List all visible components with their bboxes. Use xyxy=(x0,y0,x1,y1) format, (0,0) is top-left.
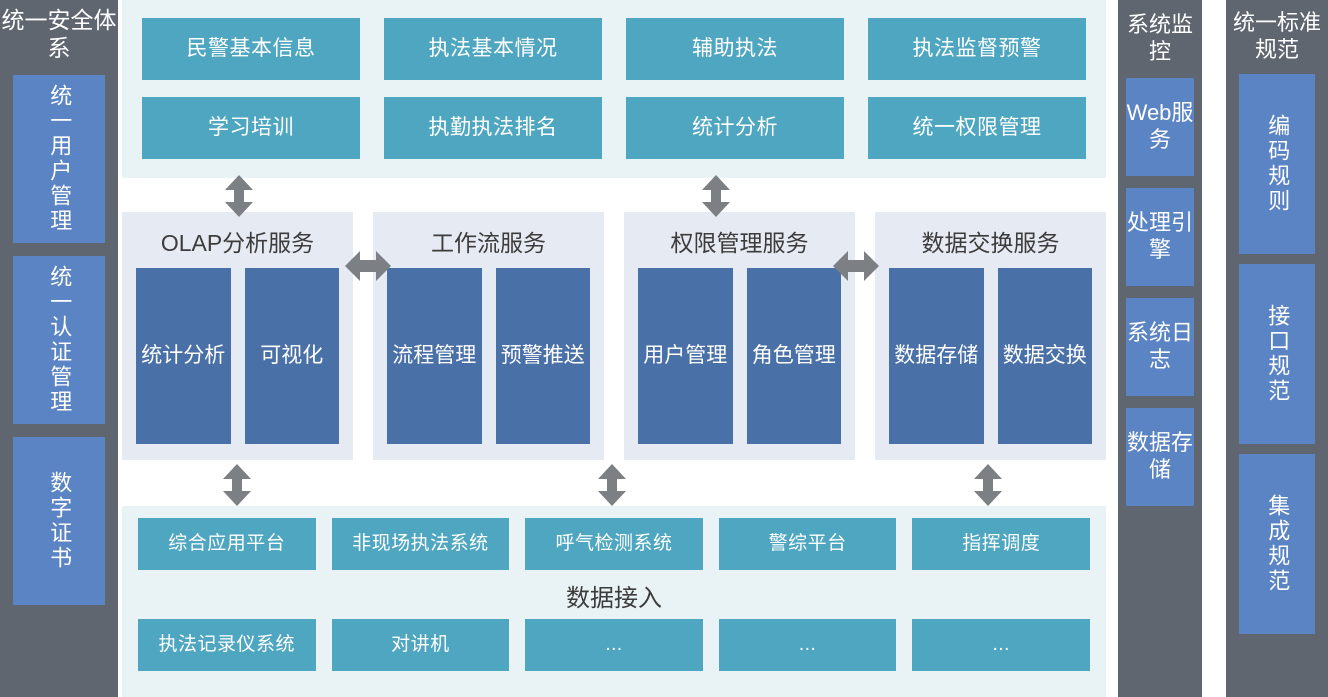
app-box-duty-enforcement-ranking[interactable]: 执勤执法排名 xyxy=(384,97,602,159)
security-system-title: 统一安全体系 xyxy=(1,7,117,62)
unified-standards-title: 统一标准规范 xyxy=(1232,10,1321,62)
system-monitoring-column: 系统监控 Web服务 处理引擎 系统日志 数据存储 xyxy=(1118,0,1202,697)
data-layer-caption: 数据接入 xyxy=(566,585,662,612)
service-panel-title: 权限管理服务 xyxy=(670,230,809,256)
data-box-walkie-talkie[interactable]: 对讲机 xyxy=(331,619,510,671)
horizontal-double-arrow-icon xyxy=(832,246,880,286)
app-box-assisted-enforcement[interactable]: 辅助执法 xyxy=(626,18,844,80)
standard-item-integration-spec[interactable]: 集成规范 xyxy=(1239,453,1315,634)
service-panel-boxes: 用户管理 角色管理 xyxy=(638,268,841,444)
service-box-visualization[interactable]: 可视化 xyxy=(244,268,339,444)
standard-item-label: 接口规范 xyxy=(1265,303,1291,404)
service-box-alert-push[interactable]: 预警推送 xyxy=(495,268,590,444)
monitor-item-processing-engine[interactable]: 处理引擎 xyxy=(1126,187,1194,286)
monitor-item-system-log[interactable]: 系统日志 xyxy=(1126,297,1194,396)
data-box-police-integrated-platform[interactable]: 警综平台 xyxy=(718,518,897,570)
data-box-placeholder-1[interactable]: ... xyxy=(525,619,703,671)
vertical-double-arrow-icon xyxy=(221,463,253,507)
app-box-statistical-analysis[interactable]: 统计分析 xyxy=(626,97,844,159)
monitor-item-data-storage[interactable]: 数据存储 xyxy=(1126,407,1194,506)
service-box-data-exchange[interactable]: 数据交换 xyxy=(997,268,1092,444)
security-item-unified-auth-management[interactable]: 统一认证管理 xyxy=(13,256,105,425)
standard-item-coding-rules[interactable]: 编码规则 xyxy=(1239,73,1315,254)
service-box-data-storage[interactable]: 数据存储 xyxy=(889,268,984,444)
data-box-command-dispatch[interactable]: 指挥调度 xyxy=(912,518,1090,570)
app-box-enforcement-basics[interactable]: 执法基本情况 xyxy=(384,18,602,80)
service-panel-title: OLAP分析服务 xyxy=(160,230,315,256)
service-panel-title: 工作流服务 xyxy=(431,230,546,256)
data-box-law-enforcement-recorder[interactable]: 执法记录仪系统 xyxy=(138,619,316,671)
data-box-breath-test-system[interactable]: 呼气检测系统 xyxy=(525,518,703,570)
security-item-label: 统一认证管理 xyxy=(47,265,73,416)
data-box-non-onsite-enforcement[interactable]: 非现场执法系统 xyxy=(331,518,510,570)
service-panel-workflow: 工作流服务 流程管理 预警推送 xyxy=(373,212,604,460)
app-box-training[interactable]: 学习培训 xyxy=(142,97,360,159)
service-panel-boxes: 数据存储 数据交换 xyxy=(889,268,1092,444)
service-layer: OLAP分析服务 统计分析 可视化 工作流服务 流程管理 预警推送 权限管理服务… xyxy=(122,212,1106,460)
vertical-double-arrow-icon xyxy=(972,463,1004,507)
security-item-label: 统一用户管理 xyxy=(47,84,73,235)
application-layer: 民警基本信息 执法基本情况 辅助执法 执法监督预警 学习培训 执勤执法排名 统计… xyxy=(122,0,1106,178)
service-box-role-management[interactable]: 角色管理 xyxy=(746,268,841,444)
center-stage: 民警基本信息 执法基本情况 辅助执法 执法监督预警 学习培训 执勤执法排名 统计… xyxy=(118,0,1118,697)
service-panel-title: 数据交换服务 xyxy=(921,230,1060,256)
service-panel-boxes: 流程管理 预警推送 xyxy=(387,268,590,444)
service-box-user-management[interactable]: 用户管理 xyxy=(638,268,733,444)
security-item-digital-certificate[interactable]: 数字证书 xyxy=(13,437,105,606)
app-box-enforcement-supervision-alert[interactable]: 执法监督预警 xyxy=(868,18,1086,80)
vertical-double-arrow-icon xyxy=(596,463,628,507)
service-box-process-management[interactable]: 流程管理 xyxy=(387,268,482,444)
service-panel-olap: OLAP分析服务 统计分析 可视化 xyxy=(122,212,353,460)
service-panel-boxes: 统计分析 可视化 xyxy=(136,268,339,444)
data-row-top: 综合应用平台 非现场执法系统 呼气检测系统 警综平台 指挥调度 xyxy=(138,518,1090,570)
service-box-statistical-analysis[interactable]: 统计分析 xyxy=(136,268,231,444)
standard-item-label: 编码规则 xyxy=(1265,113,1291,214)
app-box-unified-permission-management[interactable]: 统一权限管理 xyxy=(868,97,1086,159)
app-box-police-basic-info[interactable]: 民警基本信息 xyxy=(142,18,360,80)
unified-standards-column: 统一标准规范 编码规则 接口规范 集成规范 xyxy=(1226,0,1328,697)
data-layer: 综合应用平台 非现场执法系统 呼气检测系统 警综平台 指挥调度 数据接入 执法记… xyxy=(122,506,1106,697)
data-box-integrated-app-platform[interactable]: 综合应用平台 xyxy=(138,518,316,570)
data-box-placeholder-3[interactable]: ... xyxy=(912,619,1090,671)
vertical-double-arrow-icon xyxy=(223,174,255,218)
application-grid: 民警基本信息 执法基本情况 辅助执法 执法监督预警 学习培训 执勤执法排名 统计… xyxy=(142,18,1086,160)
system-monitoring-title: 系统监控 xyxy=(1126,12,1193,64)
standard-item-label: 集成规范 xyxy=(1265,493,1291,594)
monitor-item-web-service[interactable]: Web服务 xyxy=(1126,77,1194,176)
standard-item-interface-spec[interactable]: 接口规范 xyxy=(1239,263,1315,444)
security-system-column: 统一安全体系 统一用户管理 统一认证管理 数字证书 xyxy=(0,0,118,697)
security-item-label: 数字证书 xyxy=(47,471,73,572)
service-panel-permission: 权限管理服务 用户管理 角色管理 xyxy=(624,212,855,460)
service-panel-data-exchange: 数据交换服务 数据存储 数据交换 xyxy=(875,212,1106,460)
vertical-double-arrow-icon xyxy=(700,174,732,218)
security-item-unified-user-management[interactable]: 统一用户管理 xyxy=(13,75,105,244)
horizontal-double-arrow-icon xyxy=(344,246,392,286)
data-box-placeholder-2[interactable]: ... xyxy=(718,619,897,671)
data-row-bottom: 执法记录仪系统 对讲机 ... ... ... xyxy=(138,619,1090,671)
